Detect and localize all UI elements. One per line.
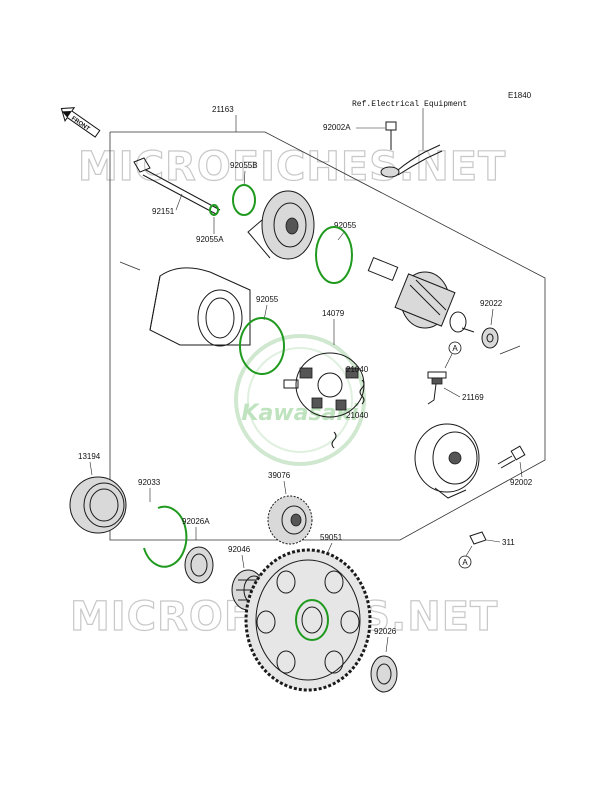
label-21163: 21163 [212,105,234,114]
front-arrow-icon: FRONT [60,107,101,138]
ref-note: Ref.Electrical Equipment [352,100,467,109]
label-92046: 92046 [228,545,251,554]
brush-holder-14079 [283,352,365,418]
label-92002: 92002 [510,478,533,487]
label-92055a: 92055A [196,235,224,244]
starter-gear-59051 [244,548,372,692]
label-59051: 59051 [320,533,343,542]
label-92055b: 92055B [230,161,258,170]
label-13194: 13194 [78,452,101,461]
callout-a-upper: A [448,341,462,355]
bolt-92002a [380,121,443,178]
terminal-21169 [427,371,447,405]
diagram-code: E1840 [508,91,532,100]
label-92026a: 92026A [182,517,210,526]
kawasaki-logo: Kawasaki [234,334,366,466]
key-311 [469,531,487,545]
bolt-92002 [497,445,526,469]
idle-gear-39076 [267,495,313,545]
label-21169: 21169 [462,393,484,402]
label-21040-b: 21040 [346,411,369,420]
label-92026: 92026 [374,627,397,636]
long-bolt-92151 [133,157,221,215]
label-92002a: 92002A [323,123,351,132]
label-92055-mid: 92055 [256,295,279,304]
yoke-housing [149,267,251,347]
label-92022: 92022 [480,299,503,308]
front-cover [247,190,315,260]
label-92055-top: 92055 [334,221,357,230]
callout-a-lower-text: A [462,558,468,567]
rear-cover [414,423,480,499]
callout-a-upper-text: A [452,344,458,353]
starter-assembly-frame [109,131,546,541]
label-92151: 92151 [152,207,175,216]
label-39076: 39076 [268,471,291,480]
callout-a-lower: A [458,555,472,569]
label-92033: 92033 [138,478,161,487]
one-way-clutch-13194 [69,476,127,534]
label-311: 311 [502,538,515,547]
watermark-top: MICROFICHES.NET [78,144,506,190]
armature [367,256,475,333]
label-21040-a: 21040 [346,365,369,374]
label-14079: 14079 [322,309,345,318]
